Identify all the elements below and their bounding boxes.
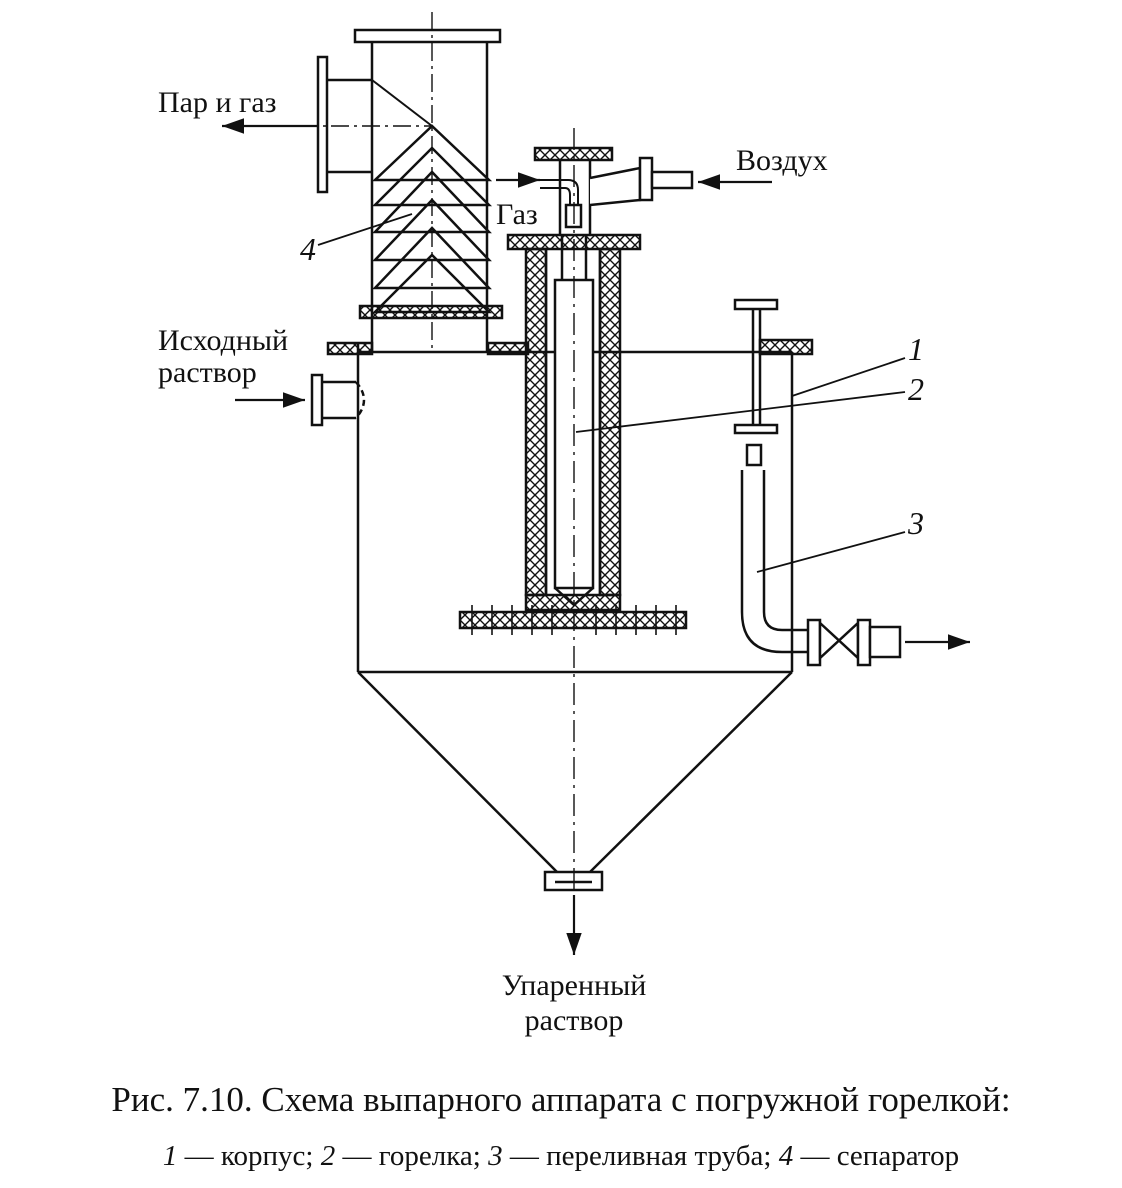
label-air: Воздух — [736, 144, 828, 177]
callout-2: 2 — [908, 371, 924, 407]
leader-4 — [317, 213, 413, 246]
legend-num-4: 4 — [778, 1140, 794, 1172]
burner — [458, 146, 694, 635]
callout-3: 3 — [907, 505, 924, 541]
label-steam-gas: Пар и газ — [158, 86, 277, 119]
callout-1: 1 — [908, 331, 924, 367]
steam-gas-outlet-nozzle — [316, 55, 372, 194]
separator-top-flange — [353, 28, 502, 44]
legend-num-3: 3 — [488, 1140, 503, 1172]
legend-text-2: — горелка; — [342, 1140, 481, 1172]
label-feed-1: Исходный — [158, 324, 288, 357]
legend-text-1: — корпус; — [184, 1140, 314, 1172]
leader-2 — [575, 391, 906, 433]
overflow-pipe — [733, 298, 902, 667]
label-feed-2: раствор — [158, 356, 257, 389]
label-product-2: раствор — [525, 1004, 624, 1037]
label-product-1: Упаренный — [502, 969, 647, 1002]
leader-3 — [756, 531, 906, 573]
evaporator-diagram: Пар и газ Воздух Газ Исходный раствор Уп… — [158, 12, 970, 1037]
figure-caption-legend: 1 — корпус; 2 — горелка; 3 — переливная … — [0, 1140, 1122, 1173]
legend-text-3: — переливная труба; — [509, 1140, 772, 1172]
legend-num-1: 1 — [162, 1140, 178, 1172]
separator — [316, 12, 504, 352]
figure-caption-title: Рис. 7.10. Схема выпарного аппарата с по… — [111, 1080, 1011, 1119]
legend-text-4: — сепаратор — [800, 1140, 960, 1172]
callout-4: 4 — [300, 231, 316, 267]
label-gas: Газ — [496, 198, 538, 231]
feed-nozzle — [310, 373, 366, 427]
leader-1 — [791, 357, 906, 397]
legend-num-2: 2 — [320, 1140, 336, 1172]
separator-mid-flange — [358, 304, 504, 320]
